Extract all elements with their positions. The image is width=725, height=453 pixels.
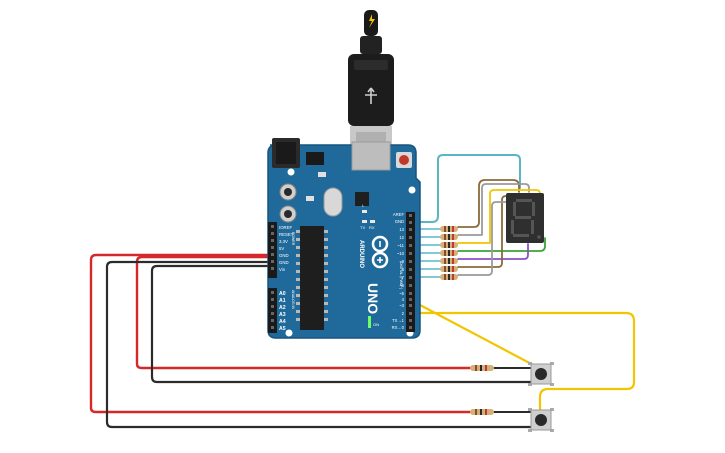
pin-label-a3: A3 [279, 312, 286, 318]
segment-c [531, 220, 534, 234]
pin-label-5: ~5 [399, 291, 404, 296]
led-label-on: ON [373, 322, 379, 327]
pin-label-7: 7 [402, 275, 405, 280]
digital-section-label: DIGITAL (PWM~) [399, 262, 403, 289]
pin-label-3: ~3 [399, 303, 404, 308]
pin-label-3v3: 3.3V [279, 239, 288, 244]
mounting-hole [285, 329, 293, 337]
resistor-bank [440, 226, 458, 280]
wire-seg-b[interactable] [457, 183, 530, 236]
pin-label-13: 13 [399, 227, 404, 232]
wires [89, 154, 636, 429]
segment-a [516, 199, 532, 202]
wire-seg-e[interactable] [457, 243, 529, 260]
wire-pin3-button-top[interactable] [410, 303, 541, 370]
digital-header [406, 212, 415, 332]
pin-label-a1: A1 [279, 298, 286, 304]
led-l [362, 210, 367, 213]
wire-gnd-inner[interactable] [150, 264, 540, 384]
wire-display-common[interactable] [411, 154, 521, 223]
pin-label-a0: A0 [279, 291, 286, 297]
seven-segment-display[interactable] [506, 193, 544, 243]
brand-label: ARDUINO [358, 240, 364, 268]
segment-g [515, 216, 531, 219]
led-tx [362, 220, 367, 223]
mounting-hole [408, 186, 416, 194]
resistor[interactable] [440, 274, 458, 280]
wire-seg-g[interactable] [457, 201, 511, 276]
usb-icon [365, 87, 377, 104]
resistor[interactable] [440, 226, 458, 232]
resistor-button-bottom[interactable] [470, 409, 494, 415]
usb-port [351, 141, 391, 171]
arduino-logo [371, 235, 389, 269]
power-header [268, 222, 277, 278]
power-section-label: POWER [291, 232, 295, 246]
wire-seg-d[interactable] [457, 237, 546, 252]
resistor[interactable] [440, 266, 458, 272]
pin-label-a5: A5 [279, 326, 286, 332]
resistor[interactable] [440, 234, 458, 240]
wire-pin2-button-bottom[interactable] [410, 311, 636, 414]
pin-label-gnd: GND [279, 260, 289, 265]
wire-seg-a[interactable] [457, 179, 520, 228]
model-label: UNO [365, 283, 381, 314]
analog-pin-labels: A0 A1 A2 A3 A4 A5 [279, 291, 286, 332]
pin-label-12: 12 [399, 235, 404, 240]
wire-seg-f[interactable] [457, 195, 511, 268]
wire-5v-outer[interactable] [89, 253, 472, 414]
pin-label-a2: A2 [279, 305, 286, 311]
pin-label-tx1: TX→1 [392, 318, 405, 323]
pin-label-10: ~10 [397, 251, 405, 256]
led-on [368, 316, 371, 328]
resistor[interactable] [440, 242, 458, 248]
segment-d [513, 234, 529, 237]
atmega-chip [300, 226, 324, 330]
pushbutton-bottom[interactable] [528, 408, 554, 432]
resistor[interactable] [440, 258, 458, 264]
pin-label-5v: 5V [279, 246, 284, 251]
led-label-l: L [362, 203, 365, 208]
pin-label-4: 4 [402, 297, 405, 302]
led-rx [370, 220, 375, 223]
pin-label-2: 2 [402, 311, 405, 316]
crystal [323, 187, 343, 217]
pin-label-ioref: IOREF [279, 225, 293, 230]
arduino-board[interactable]: L TX RX ON ARDUINO UNO POWER ANALOG IN D… [267, 138, 421, 339]
pin-label-vin: Vin [279, 267, 286, 272]
wire-5v-inner[interactable] [135, 255, 472, 370]
analog-header [268, 288, 277, 333]
mounting-hole [287, 168, 295, 176]
pin-label-9: ~9 [399, 259, 404, 264]
resistor-button-top[interactable] [470, 365, 494, 371]
lightning-icon [369, 14, 375, 28]
pin-label-gnd-d: GND [395, 219, 404, 224]
voltage-regulator [306, 152, 324, 165]
pin-label-8: 8 [402, 267, 405, 272]
segment-f [513, 202, 516, 216]
power-pin-labels: IOREF RESET 3.3V 5V GND GND Vin [279, 225, 294, 272]
segment-b [532, 202, 535, 216]
pin-label-rx0: RX←0 [392, 325, 405, 330]
led-label-rx: RX [369, 225, 375, 230]
pushbutton-top[interactable] [528, 362, 554, 386]
pin-label-6: ~6 [399, 283, 404, 288]
resistor[interactable] [440, 250, 458, 256]
pin-label-aref: AREF [393, 212, 405, 217]
segment-e [511, 220, 514, 234]
wire-seg-c[interactable] [457, 189, 541, 244]
analog-section-label: ANALOG IN [291, 290, 295, 310]
pin-label-11: ~11 [397, 243, 404, 248]
digital-pin-labels: AREF GND 13 12 ~11 ~10 ~9 8 7 ~6 ~5 4 ~3… [392, 212, 405, 330]
segment-dp [537, 235, 541, 239]
pin-label-gnd: GND [279, 253, 289, 258]
pin-label-reset: RESET [279, 232, 294, 237]
wire-gnd-outer[interactable] [105, 260, 540, 429]
usb-chip [355, 192, 369, 206]
led-label-tx: TX [360, 225, 365, 230]
pin-label-a4: A4 [279, 319, 286, 325]
